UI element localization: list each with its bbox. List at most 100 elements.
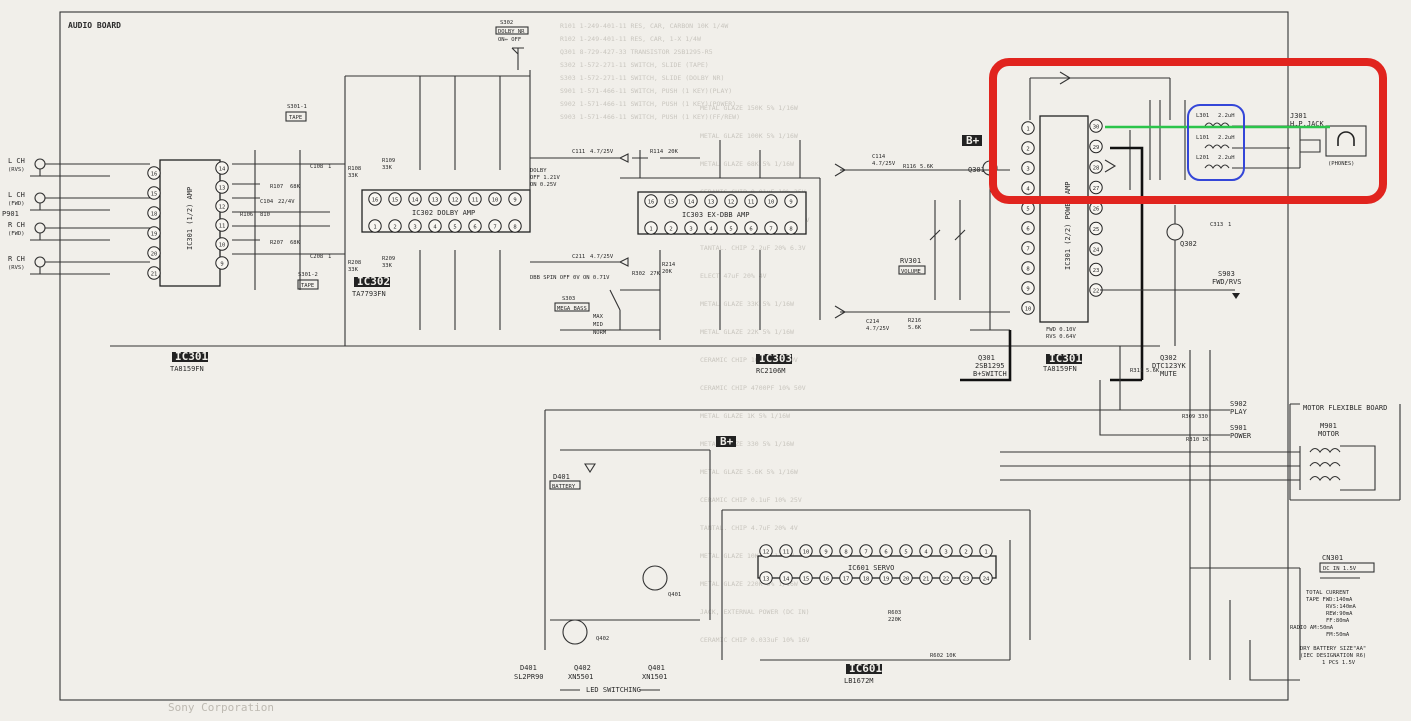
svg-text:S302: S302 xyxy=(500,20,513,26)
ic-pin-number: 1 xyxy=(649,227,652,233)
ic-pin-number: 23 xyxy=(1093,268,1100,274)
transistor-icon xyxy=(642,565,668,591)
ic-pin xyxy=(979,544,993,558)
svg-text:4.7/25V: 4.7/25V xyxy=(872,161,896,167)
ghost-text: R102 1-249-401-11 RES, CAR, 1-X 1/4W xyxy=(560,35,701,43)
arrow-icon xyxy=(1232,293,1240,299)
ic-pin-number: 21 xyxy=(923,577,930,583)
svg-text:SL2PR90: SL2PR90 xyxy=(514,673,544,681)
ic-pin xyxy=(819,571,833,585)
svg-text:L CH: L CH xyxy=(8,157,25,165)
ic-pin-number: 22 xyxy=(1093,289,1100,295)
svg-text:POWER: POWER xyxy=(1230,432,1252,440)
svg-text:D401: D401 xyxy=(520,664,537,672)
svg-text:IC601 SERVO: IC601 SERVO xyxy=(848,564,894,572)
tape-switch-box-2 xyxy=(297,279,319,290)
svg-text:IC301 (2/2) POWER AMP: IC301 (2/2) POWER AMP xyxy=(1064,181,1072,270)
svg-text:RVS:140mA: RVS:140mA xyxy=(1326,604,1356,610)
ic-pin-number: 6 xyxy=(473,225,476,231)
ic-pin-number: 13 xyxy=(763,577,770,583)
ic-pin xyxy=(388,192,402,206)
svg-text:(IEC DESIGNATION R6): (IEC DESIGNATION R6) xyxy=(1300,653,1366,659)
power-input-section: CN301 DC IN 1.5V TOTAL CURRENT TAPE FWD:… xyxy=(1190,554,1375,666)
svg-text:R216: R216 xyxy=(908,318,921,324)
ic-pin xyxy=(215,237,229,251)
svg-text:S902: S902 xyxy=(1230,400,1247,408)
svg-text:B+SWITCH: B+SWITCH xyxy=(973,370,1007,378)
svg-text:68K: 68K xyxy=(290,184,301,190)
volume-box xyxy=(898,265,926,275)
ic-pin-number: 7 xyxy=(1026,247,1029,253)
svg-text:FF:80mA: FF:80mA xyxy=(1326,618,1350,624)
ghost-text: Q301 8-729-427-33 TRANSISTOR 2SB1295-R5 xyxy=(560,48,713,56)
svg-text:(FWD): (FWD) xyxy=(8,231,25,237)
ic-pin-number: 25 xyxy=(1093,227,1100,233)
amp-network: R107 68K R106 810 R207 68K C104 22/4V C1… xyxy=(232,104,345,290)
svg-text:5.6K: 5.6K xyxy=(920,164,934,170)
svg-text:TA8159FN: TA8159FN xyxy=(1043,365,1077,373)
ghost-text: METAL GLAZE 33K 5% 1/16W xyxy=(700,300,794,308)
svg-text:C313: C313 xyxy=(1210,222,1223,228)
ic-pin-number: 8 xyxy=(844,550,847,556)
ic-pin-number: 2 xyxy=(393,225,396,231)
svg-text:B+: B+ xyxy=(966,134,980,147)
svg-text:MEGA BASS: MEGA BASS xyxy=(557,306,587,312)
ic-pin-number: 6 xyxy=(1026,227,1029,233)
ic-pin xyxy=(488,219,502,233)
svg-text:TA8159FN: TA8159FN xyxy=(170,365,204,373)
ghost-text: CERAMIC CHIP 0.033uF 10% 16V xyxy=(700,636,810,644)
ic-pin xyxy=(779,571,793,585)
ic-pin xyxy=(859,571,873,585)
ghost-text: JACK, EXTERNAL POWER (DC IN) xyxy=(700,608,810,616)
ic-pin-number: 15 xyxy=(803,577,810,583)
ic-pin-number: 2 xyxy=(669,227,672,233)
svg-text:REW:90mA: REW:90mA xyxy=(1326,611,1353,617)
ic-pin xyxy=(1021,141,1035,155)
svg-text:C104: C104 xyxy=(260,199,274,205)
ic-pin xyxy=(724,194,738,208)
ic-pin-number: 27 xyxy=(1093,186,1100,192)
ic-pin xyxy=(819,544,833,558)
svg-text:S301-1: S301-1 xyxy=(287,104,307,110)
svg-text:C211: C211 xyxy=(572,254,585,260)
ic-pin xyxy=(644,221,658,235)
ic-pin xyxy=(215,218,229,232)
svg-text:2SB1295: 2SB1295 xyxy=(975,362,1005,370)
svg-text:Q401: Q401 xyxy=(668,592,681,598)
ic-pin-number: 12 xyxy=(763,550,770,556)
svg-text:68K: 68K xyxy=(290,240,301,246)
dolby-nr-switch: S302 DOLBY NR ON⇔ OFF DOLBY OFF 1.21V ON… xyxy=(495,20,560,188)
ic-pin-number: 16 xyxy=(151,172,158,178)
svg-text:27K: 27K xyxy=(650,271,661,277)
ic301-power-body xyxy=(1039,115,1089,323)
ic-pin xyxy=(664,221,678,235)
ic-pin xyxy=(1021,301,1035,315)
ic302-tag-box xyxy=(354,277,390,287)
svg-text:20K: 20K xyxy=(668,149,679,155)
bplus-tag-1 xyxy=(962,135,982,146)
tape-switch-box xyxy=(285,111,307,122)
ic-pin-number: 10 xyxy=(1025,307,1032,313)
right-bus xyxy=(1189,350,1300,681)
svg-text:B+: B+ xyxy=(720,435,734,448)
ic-pin-number: 18 xyxy=(151,212,158,218)
svg-text:Sony Corporation: Sony Corporation xyxy=(168,701,274,714)
svg-text:Q402: Q402 xyxy=(574,664,591,672)
highlight-blue-box xyxy=(1187,104,1245,181)
svg-text:RADIO AM:50mA: RADIO AM:50mA xyxy=(1290,625,1334,631)
ic-pin-number: 30 xyxy=(1093,125,1100,131)
ic-pin xyxy=(899,571,913,585)
title-bg xyxy=(64,18,154,31)
ic-pin xyxy=(147,266,161,280)
svg-text:MOTOR: MOTOR xyxy=(1318,430,1340,438)
ic-pin-number: 10 xyxy=(768,200,775,206)
svg-text:TAPE: TAPE xyxy=(301,283,314,289)
mute-and-switches: Q302 C313 1 S903 FWD/RVS Q302 DTC123YK M… xyxy=(1099,205,1252,443)
svg-text:R602: R602 xyxy=(930,653,943,659)
ic-pin xyxy=(784,194,798,208)
svg-text:S903: S903 xyxy=(1218,270,1235,278)
ic-pin xyxy=(879,544,893,558)
ic-pin-number: 16 xyxy=(372,198,379,204)
motor-coil-icon xyxy=(1309,447,1341,481)
